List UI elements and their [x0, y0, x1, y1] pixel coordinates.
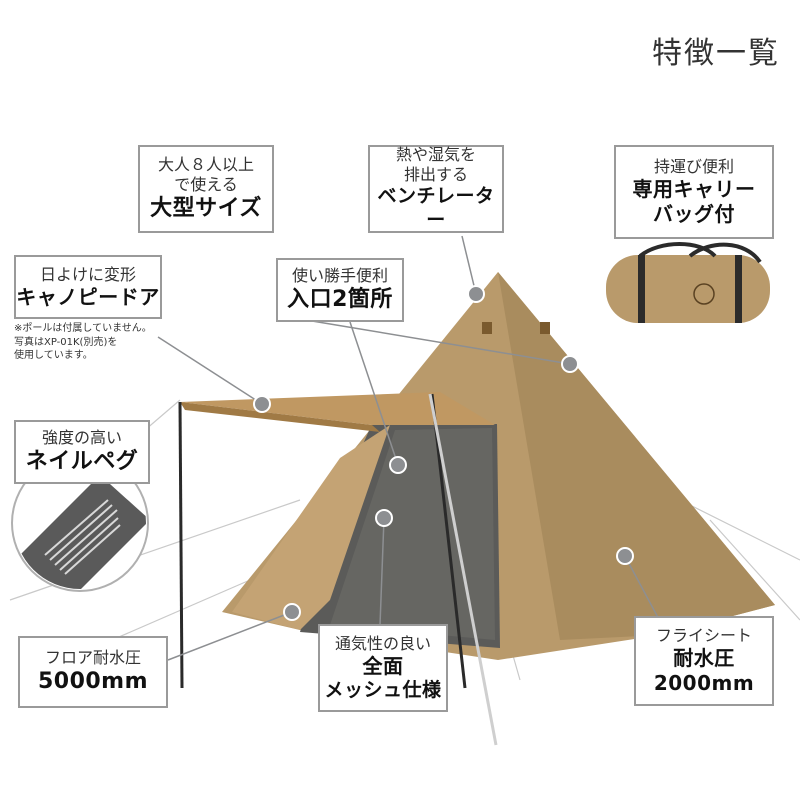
callout-line: 日よけに変形 [39, 264, 136, 284]
canopy-pole-right [430, 393, 467, 689]
callout-line: フライシート [655, 626, 752, 645]
callout-line: 使い勝手便利 [291, 266, 388, 286]
callout-line: 排出する [403, 165, 468, 185]
leader-lines [157, 235, 671, 661]
note-line: 写真はXP-01K(別売)を [14, 336, 118, 348]
callout-line: キャノピードア [16, 284, 160, 309]
callout-line: ネイルペグ [25, 449, 139, 475]
note-line: 使用しています。 [14, 350, 93, 361]
callout-ventilator: 熱や湿気を 排出する ベンチレーター [368, 145, 504, 233]
callout-line: 熱や湿気を [395, 145, 476, 165]
callout-line: ベンチレーター [377, 185, 495, 231]
peg-image [11, 454, 149, 592]
callout-line: 2000mm [653, 671, 755, 695]
note-line: ※ポールは付属していません。 [14, 323, 152, 334]
callout-entrance: 使い勝手便利 入口2箇所 [276, 258, 404, 322]
callout-line: 強度の高い [41, 428, 122, 448]
callout-line: 全面 [362, 653, 404, 678]
callout-line: メッシュ仕様 [324, 678, 442, 701]
canopy-pole-left [178, 401, 184, 689]
center-pole [428, 393, 498, 746]
callout-line: フロア耐水圧 [44, 648, 141, 668]
callout-line: 耐水圧 [673, 646, 735, 670]
page-title: 特徴一覧 [652, 36, 780, 71]
tent-door-flap [232, 425, 390, 630]
ventilator-right [540, 322, 550, 334]
canopy-underside [180, 402, 380, 432]
callout-line: 入口2箇所 [287, 287, 393, 313]
callout-line: で使える [174, 175, 238, 195]
callout-line: 持運び便利 [653, 157, 734, 176]
callout-line: バッグ付 [653, 202, 735, 226]
pole-note: ※ポールは付属していません。 写真はXP-01K(別売)を 使用しています。 [14, 322, 152, 363]
callout-mesh: 通気性の良い 全面 メッシュ仕様 [318, 624, 448, 712]
callout-carry-bag: 持運び便利 専用キャリー バッグ付 [614, 145, 774, 239]
ventilator-left [482, 322, 492, 334]
point-markers [253, 285, 634, 621]
callout-flysheet: フライシート 耐水圧 2000mm [634, 616, 774, 706]
callout-line: 通気性の良い [334, 633, 431, 653]
callout-floor: フロア耐水圧 5000mm [18, 636, 168, 708]
callout-large-size: 大人８人以上 で使える 大型サイズ [138, 145, 274, 233]
callout-line: 大型サイズ [150, 196, 262, 222]
callout-line: 大人８人以上 [157, 155, 254, 175]
callout-canopy-door: 日よけに変形 キャノピードア [14, 255, 162, 319]
callout-line: 5000mm [37, 669, 149, 695]
callout-peg: 強度の高い ネイルペグ [14, 420, 150, 484]
callout-line: 専用キャリー [632, 177, 756, 201]
carry-bag-image [606, 242, 770, 323]
